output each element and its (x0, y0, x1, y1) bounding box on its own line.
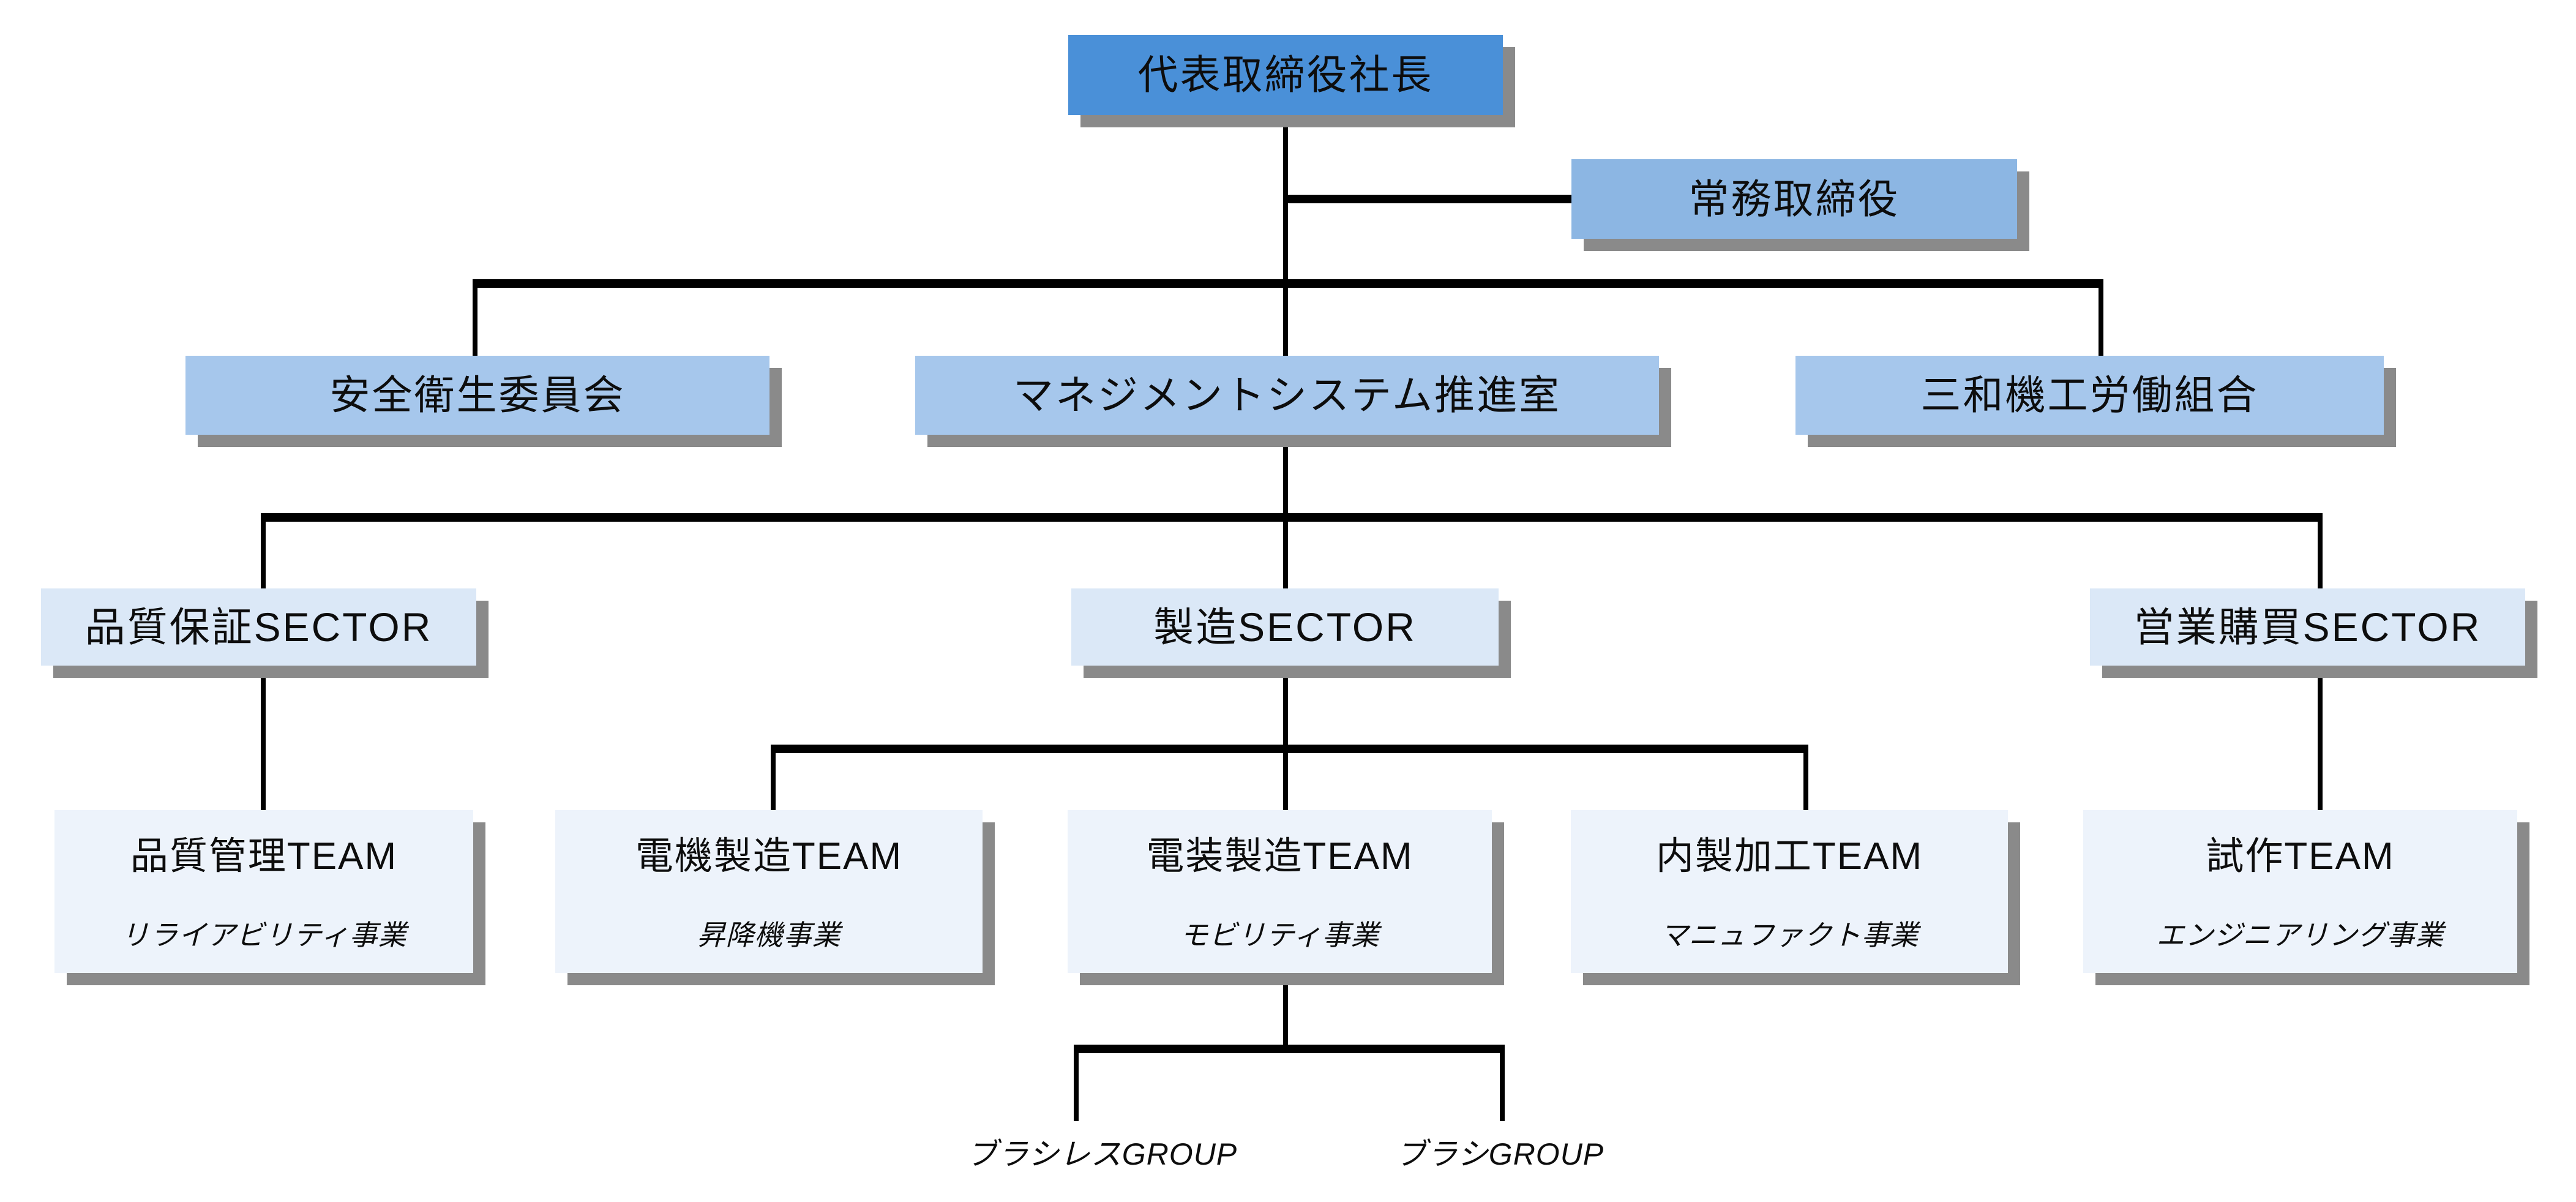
node-team-quality-control-subtitle: リライアビリティ事業 (121, 919, 407, 952)
node-president: 代表取締役社長 (1068, 35, 1503, 115)
node-sector-quality-assurance-label: 品質保証SECTOR (84, 604, 433, 650)
node-sector-manufacturing: 製造SECTOR (1071, 588, 1499, 666)
edge-level3-bar (261, 513, 2323, 522)
edge-level3-drop-center (1283, 513, 1288, 588)
node-team-quality-control: 品質管理TEAM リライアビリティ事業 (54, 810, 473, 973)
node-team-inhouse-processing: 内製加工TEAM マニュファクト事業 (1571, 810, 2008, 973)
node-team-electrical-equipment-mfg-title: 電装製造TEAM (1146, 835, 1413, 877)
node-group-brushless-label: ブラシレスGROUP (966, 1137, 1238, 1171)
edge-mfg-sector-down (1283, 666, 1288, 749)
node-group-brush: ブラシGROUP (1316, 1130, 1683, 1174)
edge-level5-bar (1074, 1045, 1505, 1053)
edge-denso-team-down (1283, 973, 1288, 1049)
node-president-label: 代表取締役社長 (1137, 52, 1434, 98)
node-team-inhouse-processing-title: 内製加工TEAM (1655, 835, 1923, 877)
edge-qa-sector-to-team (261, 666, 266, 810)
node-team-electric-mfg-title: 電機製造TEAM (635, 835, 903, 877)
edge-level2-drop-center (1283, 279, 1288, 356)
node-team-prototype-title: 試作TEAM (2206, 835, 2395, 877)
node-sector-sales-purchasing-label: 営業購買SECTOR (2133, 604, 2482, 650)
node-team-prototype: 試作TEAM エンジニアリング事業 (2083, 810, 2517, 973)
node-managing-director: 常務取締役 (1571, 159, 2017, 239)
edge-level3-drop-right (2318, 513, 2323, 588)
edge-level2-drop-right (2099, 279, 2103, 356)
edge-level4-drop-left (771, 745, 776, 810)
node-group-brushless: ブラシレスGROUP (918, 1130, 1286, 1174)
node-team-electric-mfg-subtitle: 昇降機事業 (697, 919, 841, 952)
node-team-prototype-subtitle: エンジニアリング事業 (2156, 919, 2444, 952)
edge-branch-managing-director (1286, 195, 1571, 203)
node-sector-sales-purchasing: 営業購買SECTOR (2090, 588, 2525, 666)
node-team-electrical-equipment-mfg: 電装製造TEAM モビリティ事業 (1068, 810, 1492, 973)
node-safety-committee-label: 安全衛生委員会 (329, 372, 626, 418)
node-management-system-office-label: マネジメントシステム推進室 (1013, 372, 1562, 418)
node-team-electrical-equipment-mfg-subtitle: モビリティ事業 (1180, 919, 1380, 952)
edge-management-down (1283, 435, 1288, 517)
edge-level4-drop-center (1283, 745, 1288, 810)
node-labor-union: 三和機工労働組合 (1795, 356, 2384, 435)
node-sector-manufacturing-label: 製造SECTOR (1153, 604, 1417, 650)
node-team-quality-control-title: 品質管理TEAM (130, 835, 398, 877)
edge-level2-drop-left (473, 279, 477, 356)
node-team-electric-mfg: 電機製造TEAM 昇降機事業 (555, 810, 983, 973)
edge-level4-drop-right (1803, 745, 1808, 810)
node-management-system-office: マネジメントシステム推進室 (915, 356, 1659, 435)
node-labor-union-label: 三和機工労働組合 (1920, 372, 2259, 418)
node-managing-director-label: 常務取締役 (1688, 176, 1900, 222)
node-sector-quality-assurance: 品質保証SECTOR (41, 588, 476, 666)
edge-sales-sector-to-team (2318, 666, 2323, 810)
edge-level2-bar (473, 279, 2103, 288)
edge-level4-bar (771, 745, 1808, 753)
edge-level3-drop-left (261, 513, 266, 588)
node-team-inhouse-processing-subtitle: マニュファクト事業 (1660, 919, 1919, 952)
edge-level5-drop-right (1500, 1045, 1505, 1121)
node-group-brush-label: ブラシGROUP (1395, 1137, 1604, 1171)
node-safety-committee: 安全衛生委員会 (185, 356, 769, 435)
edge-level5-drop-left (1074, 1045, 1079, 1121)
